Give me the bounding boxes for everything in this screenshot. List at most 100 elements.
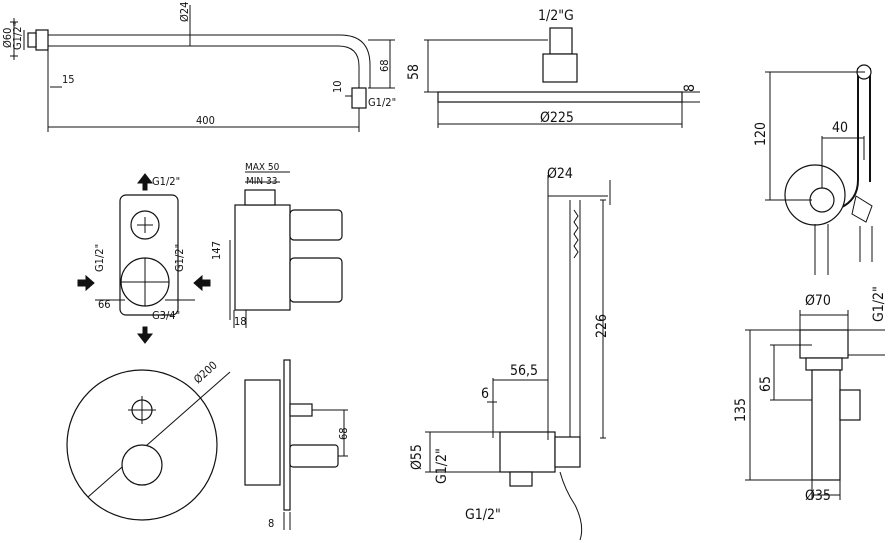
- label-body-offset: 66: [98, 298, 111, 311]
- head-neck: [542, 53, 578, 83]
- label-outlet-total: 135: [733, 398, 749, 422]
- label-length: 400: [196, 114, 215, 127]
- plate-side-knob: [289, 403, 313, 417]
- label-kit-wall: 6: [481, 386, 489, 402]
- label-outlet-mid: 65: [758, 376, 774, 392]
- shower-kit-drawing: Ø24 226 56,5 6 Ø55 G1/2" G1/2": [409, 166, 611, 541]
- label-body-right-thread: G1/2": [173, 244, 186, 272]
- label-kit-height: 226: [594, 314, 610, 338]
- label-body-top-thread: G1/2": [152, 175, 180, 188]
- hand-shower-handle: [839, 68, 859, 209]
- label-body-max: MAX 50: [245, 162, 280, 173]
- kit-height-dim: [600, 199, 606, 439]
- kit-spring: [573, 209, 579, 259]
- kit-shower-body: [569, 200, 581, 438]
- kit-wall-elbow: [499, 431, 556, 473]
- hand-shower-reach-dim: [821, 136, 865, 188]
- lever-knob: [121, 444, 163, 486]
- label-kit-hose-dia: Ø24: [547, 166, 573, 182]
- outlet-body: [811, 369, 841, 481]
- plate-side-lever: [289, 444, 339, 468]
- outlet-thread-dim: [848, 329, 885, 356]
- bracket-hub: [809, 187, 835, 213]
- label-outlet-thread: G1/2": [871, 286, 887, 322]
- label-outlet-top-dia: Ø70: [805, 293, 831, 309]
- drop-dim: [50, 39, 395, 89]
- body-side-valve-bottom: [289, 257, 343, 303]
- outlet-collar: [805, 357, 843, 371]
- label-head-thickness: 8: [682, 84, 698, 92]
- kit-offset-dim: [492, 378, 549, 438]
- plate-diameter-line: [87, 371, 231, 498]
- label-body-bottom-thread: G3/4": [152, 309, 180, 322]
- shower-arm-drawing: Ø60 G1/2" Ø24 15 400 68 10 G1/2": [1, 2, 396, 132]
- shower-head-drawing: 1/2"G 58 8 Ø225: [406, 8, 700, 128]
- kit-flange-dim: [425, 431, 500, 473]
- outlet-mid-dim: [770, 344, 812, 401]
- label-flange-dia: Ø60: [1, 28, 14, 48]
- head-height-dim: [424, 39, 548, 93]
- label-body-height: 147: [210, 241, 223, 260]
- label-arm-thread: G1/2": [11, 22, 24, 50]
- mixer-body-drawing: G1/2" G1/2" G1/2" 66 G3/4" MAX 50 MIN 33…: [77, 162, 343, 344]
- label-plate-thickness: 8: [268, 517, 274, 530]
- outlet-top-dia-dim: [799, 310, 849, 330]
- arrow-left-icon: [193, 274, 211, 292]
- label-outlet-thread: G1/2": [368, 96, 396, 109]
- head-thickness-dim: [682, 91, 700, 103]
- body-height-dims: [229, 240, 247, 328]
- label-offset: 15: [62, 73, 75, 86]
- outlet-flange: [799, 329, 849, 359]
- bracket-clip: [851, 195, 873, 223]
- head-dia-dim: [437, 102, 683, 128]
- body-depth-dims: [245, 171, 290, 183]
- label-body-base: 18: [234, 315, 247, 328]
- plate-side-body: [244, 379, 281, 486]
- mixer-plate-drawing: Ø200 68 8: [66, 359, 350, 530]
- outlet-valve: [839, 389, 861, 421]
- arm-wall-flange: [35, 29, 49, 51]
- label-kit-offset: 56,5: [510, 363, 538, 379]
- label-pipe-dia: Ø24: [178, 2, 191, 22]
- head-connector: [549, 27, 573, 55]
- label-outlet-bottom-dia: Ø35: [805, 488, 831, 504]
- length-dim: [47, 50, 360, 132]
- plate-side-cover: [283, 359, 291, 511]
- label-head-diameter: Ø225: [540, 110, 574, 126]
- arrow-down-icon: [136, 326, 154, 344]
- body-centerlines: [121, 217, 169, 306]
- hand-shower-height-dim: [765, 71, 865, 201]
- label-hand-reach: 40: [832, 120, 848, 136]
- plate-thickness-dim: [283, 512, 291, 530]
- body-side-housing: [234, 204, 291, 311]
- knob-centerlines: [128, 396, 156, 424]
- flange-dia-dim: [10, 18, 18, 60]
- arrow-up-icon: [136, 173, 154, 191]
- outlet-total-dim: [745, 329, 812, 481]
- label-hand-height: 120: [753, 122, 769, 146]
- label-drop: 68: [378, 59, 391, 72]
- label-body-min: MIN 33: [246, 176, 277, 187]
- label-kit-outlet-thread: G1/2": [465, 507, 501, 523]
- wall-outlet-drawing: Ø70 G1/2" 65 135 Ø35: [733, 286, 887, 504]
- label-kit-inlet-thread: G1/2": [434, 448, 450, 484]
- outlet-bottom-dia-dim: [811, 480, 841, 500]
- label-plate-diameter: Ø200: [191, 359, 220, 387]
- label-tip: 10: [331, 80, 344, 93]
- label-plate-projection: 68: [337, 427, 350, 440]
- plate-projection-dim: [312, 409, 348, 457]
- arrow-right-icon: [77, 274, 95, 292]
- label-head-height: 58: [406, 64, 422, 80]
- label-head-thread: 1/2"G: [538, 8, 574, 24]
- arm-pipe: [48, 34, 371, 88]
- label-body-left-thread: G1/2": [93, 244, 106, 272]
- kit-hose: [559, 471, 583, 541]
- arm-outlet-nut: [351, 87, 367, 109]
- kit-wall-connector: [554, 436, 581, 468]
- hand-shower-drawing: 120 40: [753, 64, 873, 275]
- body-side-cap: [244, 189, 276, 206]
- kit-inlet-nut: [509, 471, 533, 487]
- kit-hose-dia-dim: [547, 175, 611, 440]
- body-side-valve-top: [289, 209, 343, 241]
